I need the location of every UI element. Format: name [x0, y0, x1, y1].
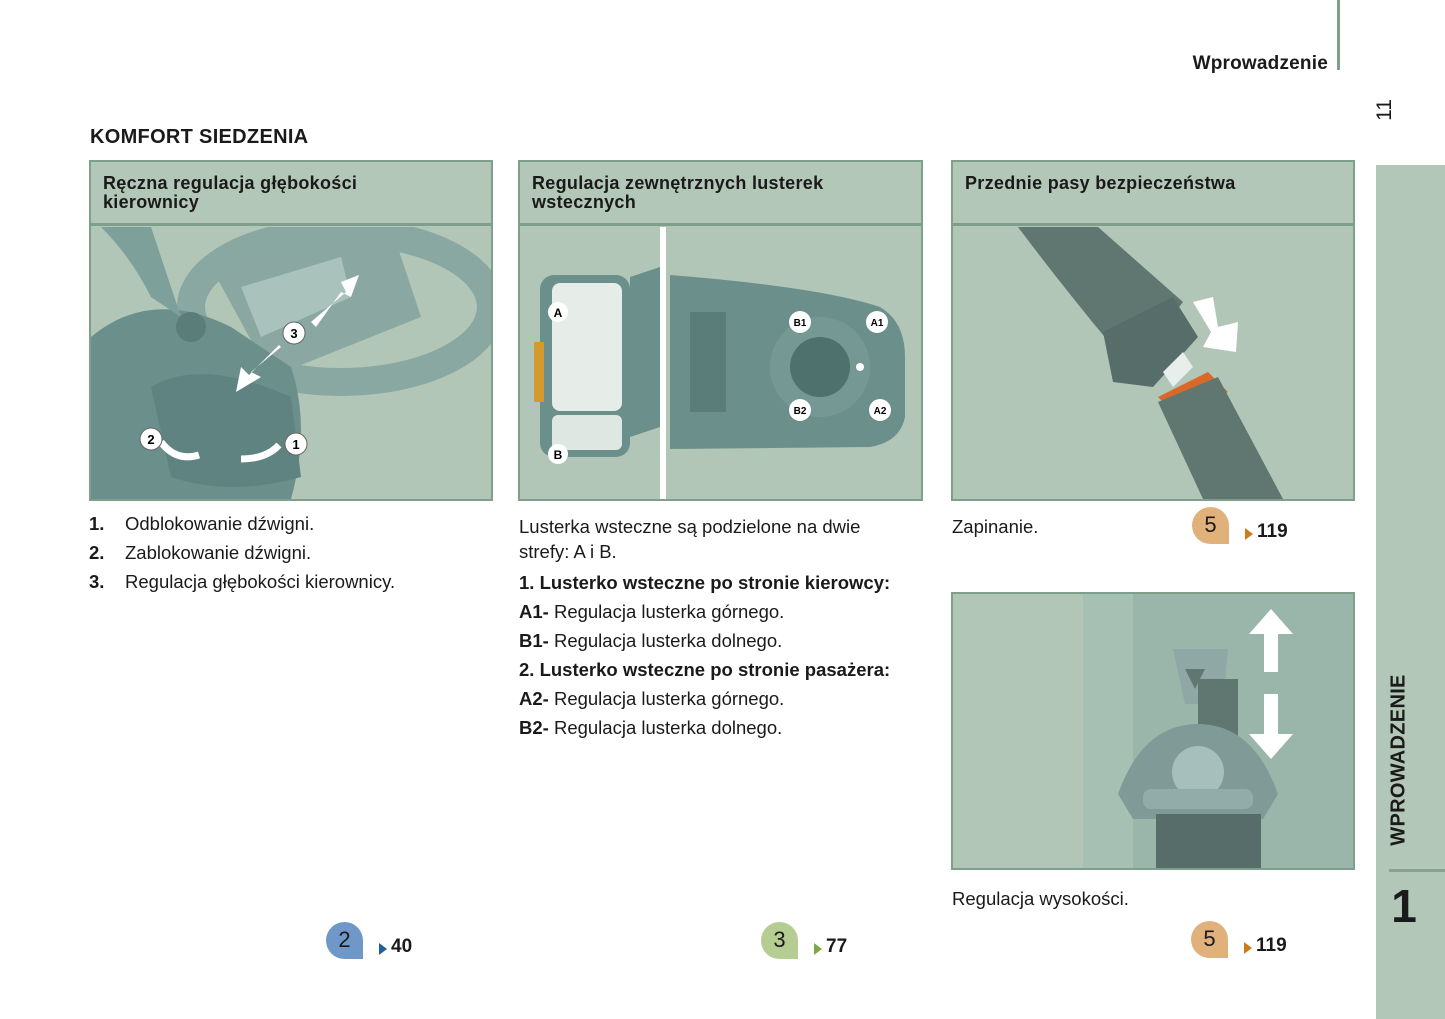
control-code: A1- [519, 601, 549, 622]
svg-text:1: 1 [292, 437, 299, 452]
steering-steps-list: 1. Odblokowanie dźwigni. 2. Zablokowanie d… [89, 509, 395, 596]
list-item: A2- Regulacja lusterka górnego. [519, 684, 939, 713]
card-title-line: wstecznych [532, 192, 637, 212]
card-title-line: Regulacja zewnętrznych lusterek [532, 173, 824, 193]
list-item-number: 1. [89, 513, 105, 534]
list-item-number: 3. [89, 571, 105, 592]
seatbelt-height-caption: Regulacja wysokości. [952, 888, 1129, 909]
mirror-control-illustration: A B B1 A1 B2 A2 [520, 227, 921, 499]
list-item-text: Zablokowanie dźwigni. [125, 542, 312, 563]
list-item-text: Regulacja lusterka dolnego. [548, 717, 783, 738]
control-code: A2- [519, 688, 549, 709]
list-item-number: 2. [89, 542, 105, 563]
driver-mirror-heading: 1. Lusterko wsteczne po stronie kierowcy… [519, 572, 891, 593]
arrow-right-icon [1245, 528, 1253, 540]
svg-text:A1: A1 [871, 318, 884, 329]
svg-text:2: 2 [147, 432, 154, 447]
chapter-side-tab[interactable] [1376, 165, 1445, 1019]
card-title: Regulacja zewnętrznych lusterek wsteczny… [520, 162, 921, 226]
svg-text:B1: B1 [794, 318, 807, 329]
side-tab-label-text: WPROWADZENIE [1387, 674, 1410, 846]
side-tab-divider [1389, 869, 1445, 872]
chapter-badge: 5 [1192, 507, 1229, 544]
side-tab-label: WPROWADZENIE [1379, 660, 1419, 860]
list-item: B1- Regulacja lusterka dolnego. [519, 626, 939, 655]
list-item-text: Regulacja lusterka górnego. [548, 688, 785, 709]
svg-text:B2: B2 [794, 406, 807, 417]
card-title-line: Ręczna regulacja głębokości [103, 173, 358, 193]
control-code: B1- [519, 630, 549, 651]
reference-page-number: 119 [1257, 521, 1288, 542]
svg-text:B: B [554, 448, 563, 462]
mirror-intro: Lusterka wsteczne są podzielone na dwie … [519, 514, 939, 564]
steering-wheel-illustration: 3 2 1 [91, 227, 491, 499]
list-item-text: Odblokowanie dźwigni. [125, 513, 315, 534]
page-number: 11 [1373, 99, 1396, 121]
header-rule [1337, 0, 1340, 70]
seatbelt-fasten-caption: Zapinanie. [952, 516, 1039, 537]
chapter-badge: 2 [326, 922, 363, 959]
steering-adjust-card: Ręczna regulacja głębokości kierownicy 3… [89, 160, 493, 501]
card-title-line: kierownicy [103, 192, 200, 212]
control-code: B2- [519, 717, 549, 738]
list-item-text: Regulacja głębokości kierownicy. [125, 571, 396, 592]
seatbelt-buckle-illustration [953, 227, 1353, 499]
side-tab-chapter-number: 1 [1391, 880, 1417, 932]
section-title: KOMFORT SIEDZENIA [90, 126, 309, 148]
list-item: A1- Regulacja lusterka górnego. [519, 597, 939, 626]
list-item-text: Regulacja lusterka górnego. [548, 601, 785, 622]
mirror-adjust-card: Regulacja zewnętrznych lusterek wsteczny… [518, 160, 923, 501]
seatbelt-card: Przednie pasy bezpieczeństwa [951, 160, 1355, 501]
list-item: B2- Regulacja lusterka dolnego. [519, 713, 939, 742]
card-title-line: Przednie pasy bezpieczeństwa [965, 173, 1236, 193]
reference-page-number: 40 [391, 936, 413, 957]
arrow-right-icon [1244, 942, 1252, 954]
chapter-badge: 3 [761, 922, 798, 959]
passenger-mirror-heading: 2. Lusterko wsteczne po stronie pasażera… [519, 659, 891, 680]
list-item: 2. Zablokowanie dźwigni. [89, 538, 395, 567]
reference-page-number: 77 [826, 936, 848, 957]
card-title: Ręczna regulacja głębokości kierownicy [91, 162, 491, 226]
mirror-intro-line: strefy: A i B. [519, 541, 617, 562]
svg-text:3: 3 [290, 326, 297, 341]
list-item: 1. Odblokowanie dźwigni. [89, 509, 395, 538]
mirror-intro-line: Lusterka wsteczne są podzielone na dwie [519, 516, 861, 537]
arrow-right-icon [814, 943, 822, 955]
mirror-instructions: Lusterka wsteczne są podzielone na dwie … [519, 514, 939, 742]
svg-text:A: A [554, 306, 563, 320]
reference-page-number: 119 [1256, 935, 1287, 956]
chapter-header-title: Wprowadzenie [1192, 53, 1328, 74]
list-item: 3. Regulacja głębokości kierownicy. [89, 567, 395, 596]
card-title: Przednie pasy bezpieczeństwa [953, 162, 1353, 226]
list-item-text: Regulacja lusterka dolnego. [548, 630, 783, 651]
chapter-badge: 5 [1191, 921, 1228, 958]
svg-text:A2: A2 [874, 406, 887, 417]
arrow-right-icon [379, 943, 387, 955]
seatbelt-height-adjust-illustration [951, 592, 1355, 870]
